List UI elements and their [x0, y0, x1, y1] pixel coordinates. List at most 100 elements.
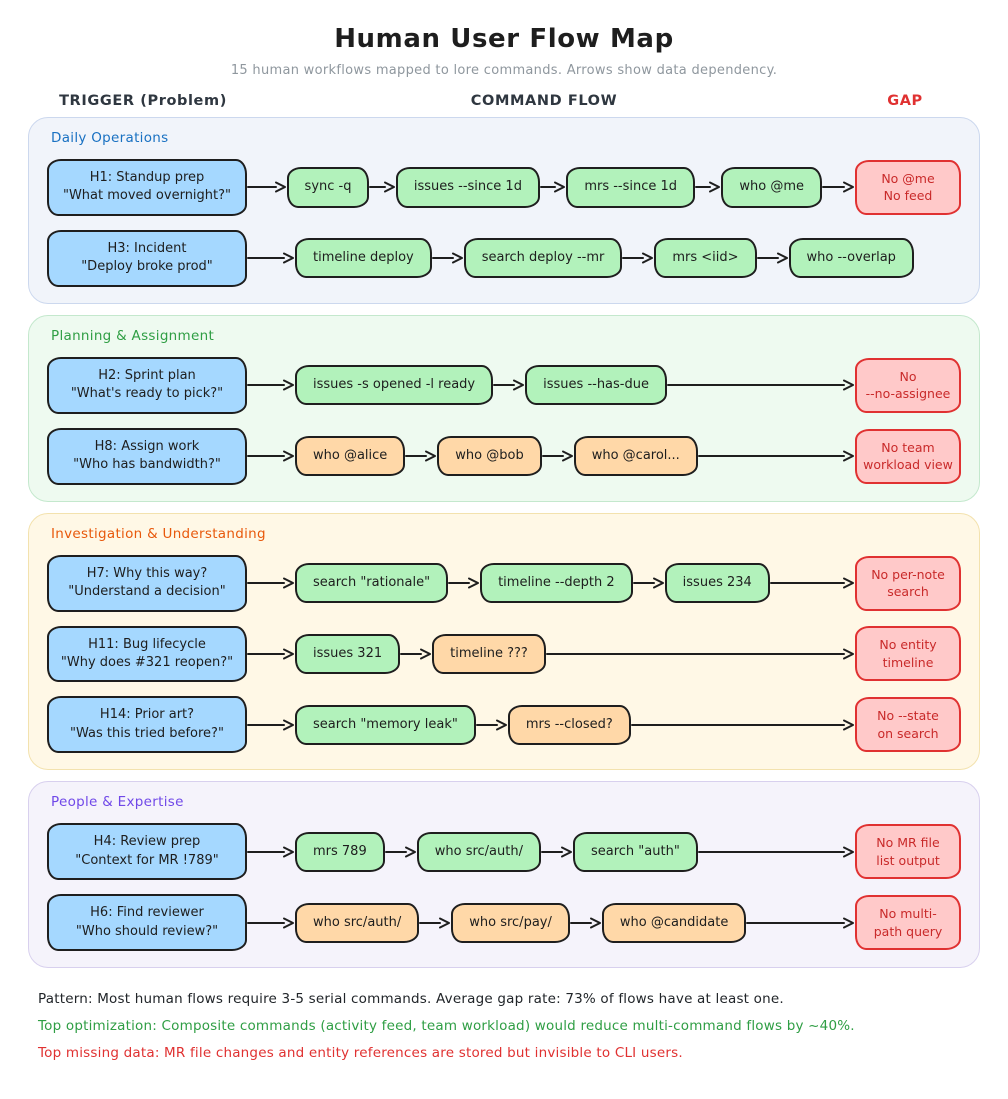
command-box: issues 234 [664, 562, 770, 604]
flow-arrow [539, 180, 566, 194]
trigger-box: H14: Prior art? "Was this tried before?" [47, 696, 247, 754]
arrow-line [540, 850, 563, 853]
command-box: search "memory leak" [295, 704, 476, 746]
flow-arrow [545, 647, 855, 661]
command-box: mrs <iid> [654, 238, 757, 279]
flow-arrow [695, 180, 721, 194]
command-box: timeline --depth 2 [480, 562, 633, 604]
gap-label: No per-note [871, 566, 945, 582]
arrow-line [666, 384, 845, 387]
arrow-line [369, 186, 386, 189]
section-title: Investigation & Understanding [51, 525, 266, 542]
arrowhead-icon [383, 181, 395, 193]
gap-label: timeline [882, 654, 934, 670]
arrowhead-icon [404, 846, 416, 858]
flow-row: H4: Review prep"Context for MR !789"mrs … [47, 823, 961, 881]
arrow-line [247, 921, 285, 924]
gap-label: on search [877, 725, 939, 741]
command-box: issues --since 1d [395, 167, 540, 208]
gap-box: No multi-path query [855, 895, 961, 951]
arrow-line [448, 582, 471, 585]
arrow-line [247, 582, 285, 585]
arrowhead-icon [283, 577, 294, 589]
trigger-label: H6: Find reviewer [90, 905, 204, 921]
gap-label: No @me [881, 170, 935, 186]
arrow-line [822, 186, 845, 189]
command-box: search "rationale" [295, 562, 449, 604]
flow-arrow [247, 251, 295, 265]
arrowhead-icon [468, 577, 480, 589]
column-headers: TRIGGER (Problem) COMMAND FLOW GAP [0, 78, 1008, 117]
arrow-line [697, 455, 845, 458]
flow-row: H2: Sprint plan "What's ready to pick?" is… [47, 356, 961, 414]
flow-arrow [247, 449, 295, 463]
trigger-box: H3: Incident "Deploy broke prod" [47, 229, 247, 287]
trigger-label: H14: Prior art? [99, 707, 195, 723]
trigger-label: H11: Bug lifecycle [88, 636, 206, 652]
arrowhead-icon [842, 181, 854, 193]
arrow-line [400, 652, 423, 655]
command-box: who @bob [437, 436, 542, 477]
flow-arrow [822, 180, 855, 194]
command-box: who src/auth/ [416, 831, 541, 872]
arrow-line [475, 723, 498, 726]
arrowhead-icon [283, 719, 294, 731]
footnotes: Pattern: Most human flows require 3-5 se… [0, 979, 1008, 1092]
trigger-label: "What's ready to pick?" [70, 386, 224, 402]
arrowhead-icon [283, 917, 294, 929]
arrowhead-icon [495, 719, 507, 731]
arrowhead-icon [843, 719, 854, 731]
command-box: issues --has-due [525, 365, 667, 406]
flow-row: H8: Assign work"Who has bandwidth?" who @… [47, 427, 961, 485]
arrow-line [431, 257, 454, 260]
trigger-box: H7: Why this way?"Understand a decision" [47, 554, 247, 612]
flow-arrow [448, 576, 480, 590]
trigger-label: "What moved overnight?" [62, 188, 232, 204]
command-box: who @alice [295, 436, 406, 477]
arrow-line [247, 850, 285, 853]
trigger-box: H2: Sprint plan "What's ready to pick?" [47, 356, 247, 414]
flow-row: H1: Standup prep"What moved overnight?"s… [47, 159, 961, 216]
flow-arrow [493, 378, 525, 392]
gap-label: workload view [863, 457, 953, 473]
flow-arrow [369, 180, 395, 194]
footnote-optimization: Top optimization: Composite commands (ac… [38, 1018, 855, 1035]
flow-arrow [247, 845, 295, 859]
flow-arrow [475, 718, 508, 732]
trigger-box: H6: Find reviewer"Who should review?" [47, 894, 247, 952]
flow-arrow [400, 647, 432, 661]
trigger-label: H4: Review prep [93, 834, 201, 850]
flow-arrow [405, 449, 437, 463]
flow-arrow [247, 180, 287, 194]
arrow-line [247, 652, 285, 655]
arrow-line [622, 257, 645, 260]
flow-row: H14: Prior art? "Was this tried before?" s… [47, 696, 961, 754]
command-box: issues 321 [295, 633, 401, 675]
trigger-box: H8: Assign work"Who has bandwidth?" [47, 427, 247, 485]
trigger-label: H3: Incident [107, 240, 187, 256]
gap-label: No [899, 368, 917, 384]
command-box: timeline deploy [295, 238, 432, 279]
trigger-label: "Deploy broke prod" [81, 259, 213, 275]
flow-row: H11: Bug lifecycle "Why does #321 reopen?… [47, 625, 961, 683]
arrowhead-icon [843, 379, 854, 391]
arrow-line [539, 186, 557, 189]
gap-label: No entity [879, 637, 937, 653]
trigger-label: H2: Sprint plan [98, 367, 196, 383]
arrow-line [247, 723, 285, 726]
trigger-label: "Who has bandwidth?" [73, 457, 221, 473]
arrow-line [569, 921, 592, 924]
flow-arrow [247, 576, 295, 590]
trigger-label: "Why does #321 reopen?" [60, 654, 234, 670]
arrowhead-icon [589, 917, 601, 929]
trigger-label: "Was this tried before?" [70, 725, 224, 741]
command-box: who @me [721, 167, 823, 208]
command-box: who src/auth/ [295, 902, 420, 943]
